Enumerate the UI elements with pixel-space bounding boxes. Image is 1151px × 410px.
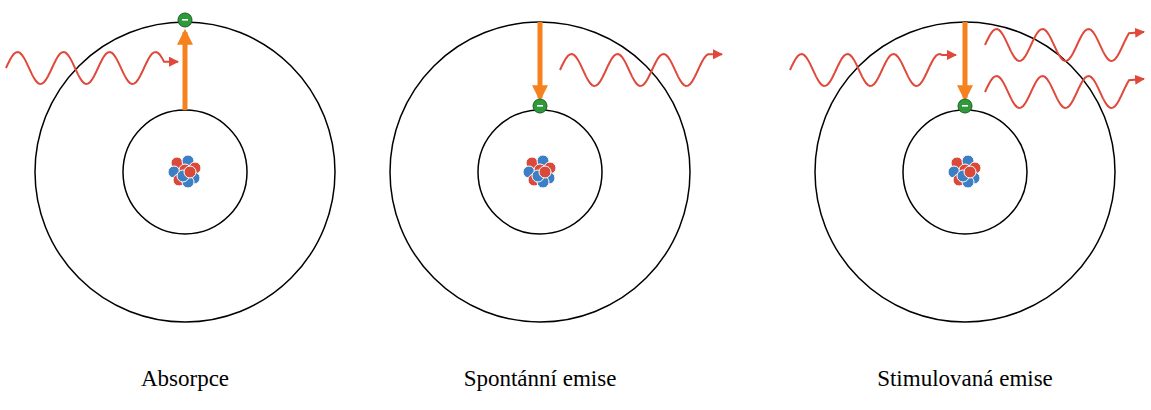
nucleon	[539, 166, 551, 178]
electron	[533, 99, 547, 113]
photon-wave	[790, 54, 956, 86]
outer-orbit	[815, 22, 1115, 322]
electron-sign	[182, 19, 188, 21]
process-label: Spontánní emise	[464, 366, 617, 392]
nucleon	[964, 166, 976, 178]
outer-orbit	[35, 22, 335, 322]
photon-wave	[985, 76, 1144, 108]
process-label: Absorpce	[141, 366, 229, 392]
inner-orbit	[903, 110, 1027, 234]
electron-sign	[962, 105, 968, 107]
inner-orbit	[123, 110, 247, 234]
nucleon	[184, 166, 196, 178]
photon-wave	[560, 54, 722, 86]
electron-sign	[537, 105, 543, 107]
photon-wave	[985, 29, 1144, 61]
inner-orbit	[478, 110, 602, 234]
process-label: Stimulovaná emise	[877, 366, 1053, 392]
transition-arrow	[183, 32, 188, 110]
photon-wave	[6, 52, 178, 84]
transition-arrow	[963, 22, 968, 98]
transition-arrow	[538, 22, 543, 98]
electron	[958, 99, 972, 113]
electron	[178, 13, 192, 27]
outer-orbit	[390, 22, 690, 322]
